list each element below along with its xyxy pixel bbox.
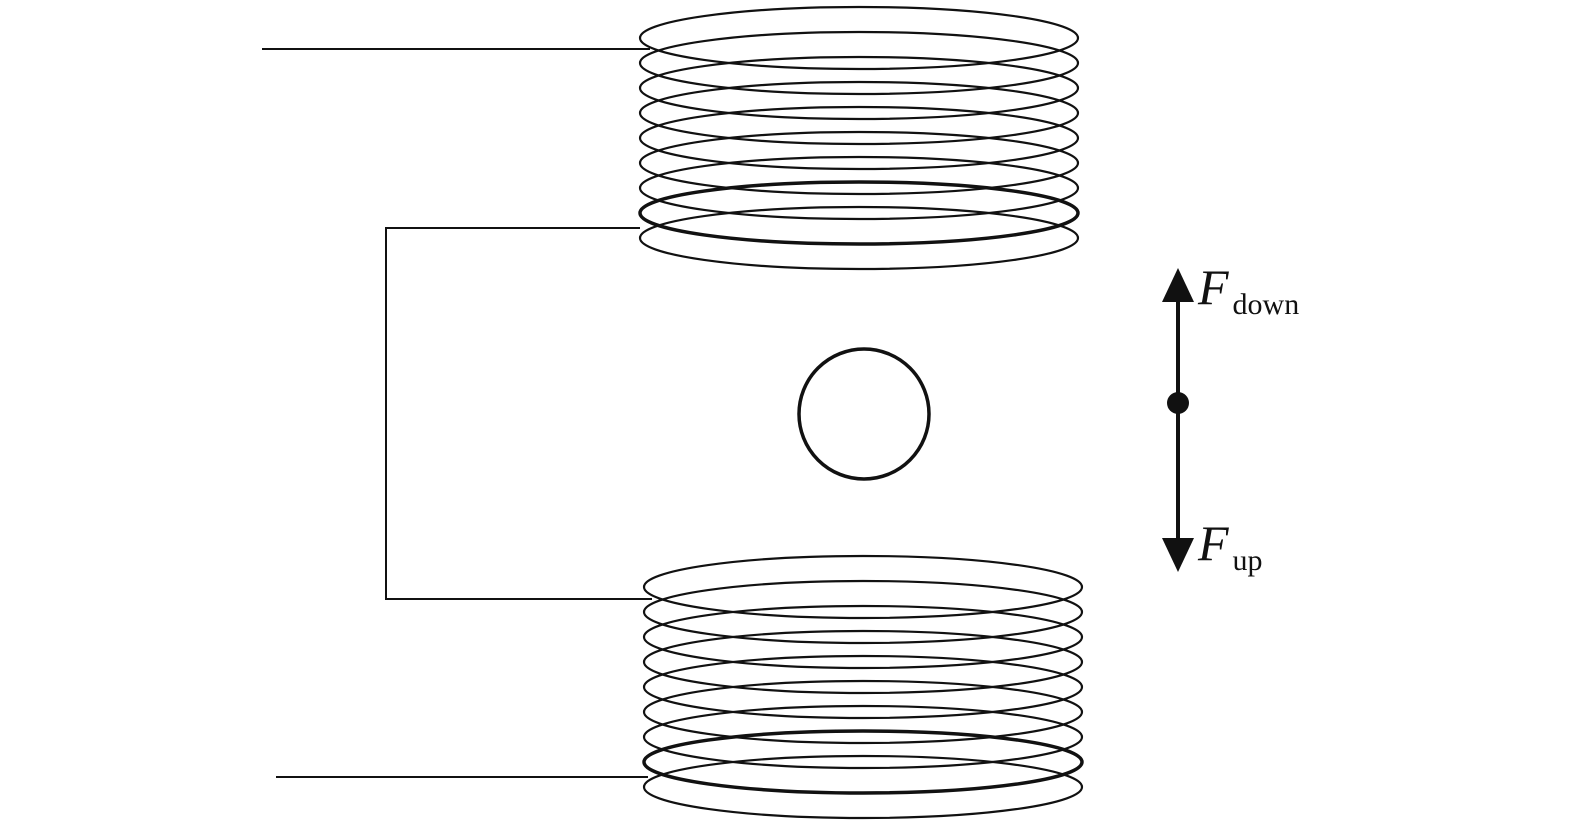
- coil-turn: [642, 604, 1084, 670]
- up-arrowhead: [1162, 268, 1194, 302]
- coil-turn: [638, 155, 1080, 221]
- coil-turn: [638, 55, 1080, 121]
- wiring: [262, 48, 652, 778]
- coil-turn: [642, 554, 1084, 620]
- point-mass-dot: [1167, 392, 1189, 414]
- coil-turn: [642, 704, 1084, 770]
- coil-turn: [642, 629, 1084, 695]
- coil-turn: [642, 579, 1084, 645]
- coil-turn: [642, 729, 1084, 795]
- coil-turn: [638, 205, 1080, 271]
- force-down-subscript: down: [1233, 288, 1300, 321]
- force-down-symbol: F: [1197, 259, 1229, 315]
- coil-turn: [638, 5, 1080, 71]
- down-arrowhead: [1162, 538, 1194, 572]
- coil-turn: [642, 654, 1084, 720]
- force-up-subscript: up: [1233, 544, 1263, 577]
- coil-turn: [638, 105, 1080, 171]
- connecting-wire: [385, 227, 652, 600]
- coil-turn: [642, 754, 1084, 820]
- ball: [797, 347, 931, 481]
- force-up-symbol: F: [1197, 515, 1229, 571]
- coil-turn: [638, 30, 1080, 96]
- bottom-coil: [642, 554, 1084, 820]
- coil-turn: [638, 80, 1080, 146]
- top-coil: [638, 5, 1080, 271]
- coil-turn: [642, 679, 1084, 745]
- coil-turn: [638, 130, 1080, 196]
- coil-turn: [638, 180, 1080, 246]
